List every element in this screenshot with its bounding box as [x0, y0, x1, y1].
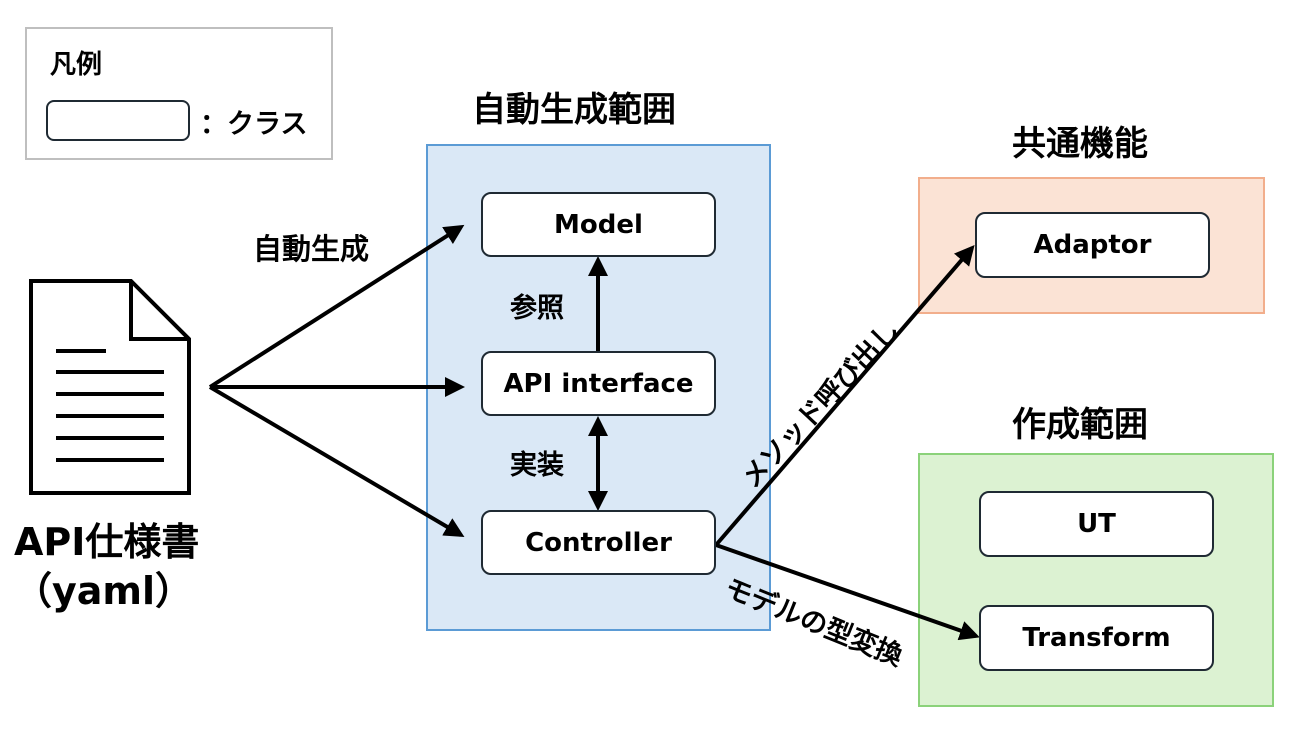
legend-class-sample	[46, 100, 190, 141]
document-icon	[29, 279, 191, 495]
common-function-title: 共通機能	[1012, 124, 1148, 164]
class-api-interface: API interface	[481, 351, 716, 416]
auto-generated-title: 自動生成範囲	[472, 90, 676, 130]
created-region-title: 作成範囲	[1012, 405, 1148, 445]
arrow-model-conversion	[715, 543, 980, 641]
label-implement: 実装	[510, 450, 564, 481]
spec-subtitle: （yaml）	[14, 569, 194, 613]
class-model: Model	[481, 192, 716, 257]
arrow-method-call	[714, 244, 975, 547]
arrow-to-model	[208, 224, 465, 389]
class-adaptor: Adaptor	[975, 212, 1210, 278]
legend-frame	[25, 27, 333, 160]
class-controller: Controller	[481, 510, 716, 575]
label-auto-generate: 自動生成	[253, 232, 370, 266]
legend-title: 凡例	[50, 50, 103, 80]
arrow-to-controller	[208, 385, 465, 538]
spec-title: API仕様書	[14, 520, 200, 564]
legend-class-label: ：クラス	[200, 109, 308, 140]
class-transform: Transform	[979, 605, 1214, 671]
class-ut: UT	[979, 491, 1214, 557]
label-reference: 参照	[510, 293, 564, 324]
